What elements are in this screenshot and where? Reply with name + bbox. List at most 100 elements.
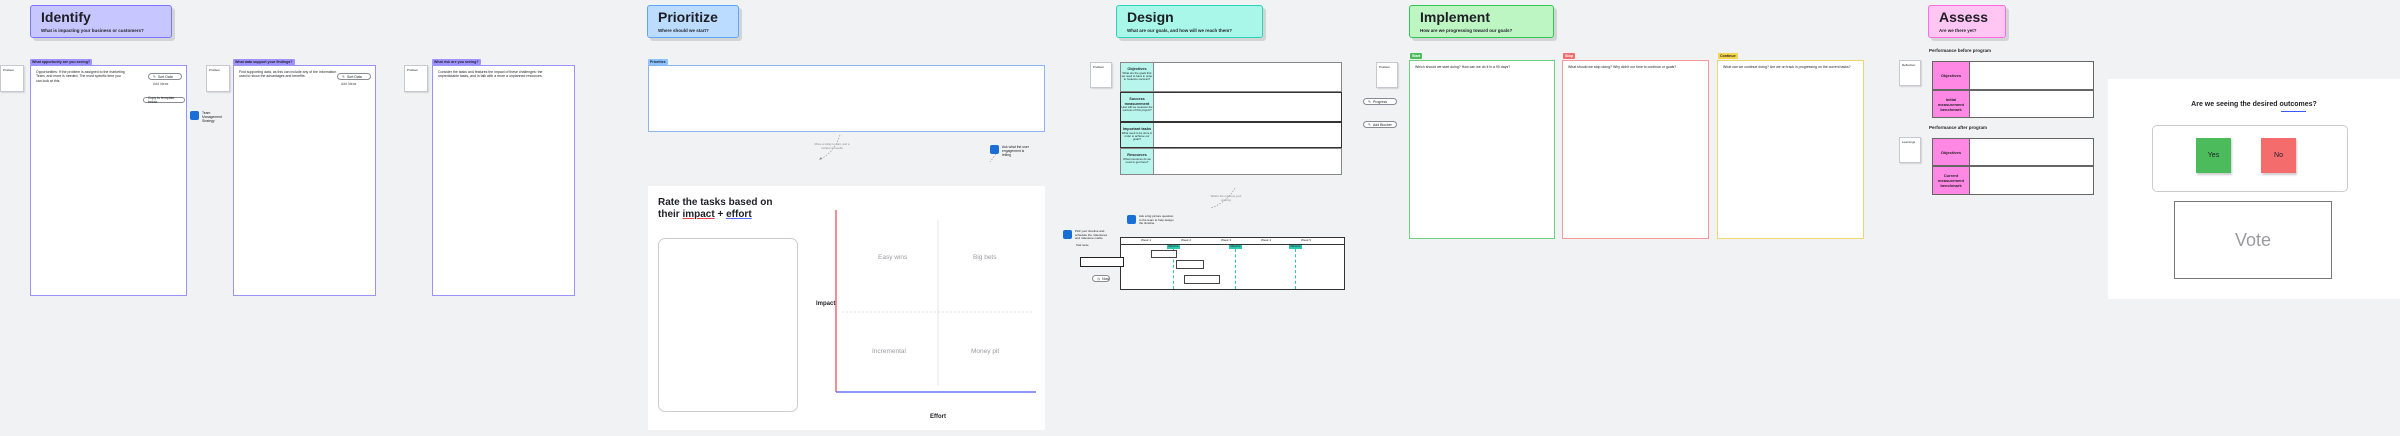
design-title: Design	[1127, 9, 1174, 25]
prioritize-avatar-icon	[990, 145, 999, 154]
sort-data-button-2[interactable]: ✎Sort Data	[337, 73, 371, 80]
milestone-1: Milestone	[1167, 245, 1180, 249]
impact-word: impact	[682, 209, 715, 220]
y-axis-label: Impact	[816, 301, 836, 307]
milestone-2: Milestone	[1229, 245, 1242, 249]
identify-tag-opportunity: What opportunity are you seeing?	[30, 59, 93, 65]
implement-tag-start: Start	[1410, 53, 1423, 59]
identify-panel-risk[interactable]: Consider the tasks and features the impa…	[432, 65, 575, 296]
sort-data-button[interactable]: ✎Sort Data	[148, 73, 182, 80]
identify-tag-data: What data support your findings?	[233, 59, 295, 65]
prioritize-header[interactable]: Prioritize Where should we start?	[647, 5, 739, 38]
implement-title: Implement	[1420, 9, 1491, 25]
assess-title: Assess	[1939, 9, 1989, 25]
gantt-week-1: Week 1	[1140, 238, 1152, 242]
design-left-avatar-icon	[1063, 230, 1072, 239]
identify-sticky-2[interactable]: Problem	[206, 65, 230, 92]
prioritize-subtitle: Where should we start?	[658, 28, 709, 33]
gantt-bar-2[interactable]	[1176, 260, 1204, 269]
now-button[interactable]: ◷Now	[1092, 275, 1110, 282]
gantt-week-5: Week 5	[1300, 238, 1312, 242]
gantt-bar-3[interactable]	[1184, 275, 1220, 284]
vote-label-box[interactable]: Vote	[2174, 201, 2332, 279]
implement-panel-start[interactable]: Which should we start doing? How can we …	[1409, 60, 1555, 239]
design-header[interactable]: Design What are our goals, and how will …	[1116, 5, 1263, 38]
gantt-week-4: Week 4	[1260, 238, 1272, 242]
add-ideas-link-2[interactable]: Add Ideas	[341, 82, 357, 86]
assess-sticky-learnings[interactable]: Learnings	[1899, 137, 1921, 163]
identify-title: Identify	[41, 9, 91, 25]
implement-subtitle: How are we progressing toward our goals?	[1420, 28, 1513, 33]
implement-panel-stop[interactable]: What should we stop doing? Why didn't ou…	[1562, 60, 1709, 239]
prioritize-arrow-2	[989, 153, 997, 163]
implement-tag-continue: Continue	[1718, 53, 1738, 59]
vote-options-box	[2152, 125, 2348, 192]
design-avatar-note: Ask a big picture question to the team t…	[1139, 214, 1174, 225]
design-subtitle: What are our goals, and how will we reac…	[1127, 28, 1233, 33]
gantt-bar-1[interactable]	[1151, 250, 1177, 258]
progress-button[interactable]: ✎Progress	[1363, 98, 1397, 105]
design-dashed-arrow	[1210, 187, 1236, 209]
implement-tag-stop: Stop	[1563, 53, 1575, 59]
prioritize-dashed-arrow	[819, 134, 841, 160]
impact-effort-matrix	[835, 210, 1036, 393]
design-sticky[interactable]: Problem	[1090, 62, 1112, 88]
implement-sticky[interactable]: Problem	[1376, 62, 1398, 88]
assess-row-objectives-2[interactable]: Objectives	[1932, 138, 2094, 166]
prioritize-avatar-note: Ask what the user engagement is telling	[1002, 145, 1029, 157]
assess-row-current-benchmark[interactable]: Current measurement benchmark	[1932, 166, 2094, 195]
design-dashed-note: What's the outcome your working	[1210, 194, 1242, 202]
identify-panel-opportunity[interactable]: Opportunities: If the problem is assigne…	[30, 65, 187, 296]
effort-word: effort	[726, 209, 752, 220]
identify-header[interactable]: Identify What is impacting your business…	[30, 5, 172, 38]
assess-row-objectives-1[interactable]: Objectives	[1932, 61, 2094, 90]
user-avatar-icon	[190, 111, 199, 120]
task-drop-zone[interactable]	[658, 238, 798, 412]
impact-effort-card[interactable]: Rate the tasks based on their impact + e…	[648, 186, 1045, 430]
quadrant-money-pit: Money pit	[971, 348, 1000, 355]
chart-title: Rate the tasks based on their impact + e…	[658, 197, 773, 220]
copy-template-button[interactable]: Copy to template below	[143, 96, 185, 104]
clock-icon: ◷	[1097, 276, 1101, 281]
implement-panel-continue[interactable]: What can we continue doing? Are we on tr…	[1717, 60, 1864, 239]
assess-row-initial-benchmark[interactable]: Initial measurement benchmark	[1932, 90, 2094, 118]
vote-yes-button[interactable]: Yes	[2196, 138, 2231, 173]
assess-sticky-reflection[interactable]: Reflection	[1899, 60, 1921, 86]
prioritize-panel[interactable]	[648, 65, 1045, 132]
assess-section-after: Performance after program	[1929, 125, 1988, 130]
assess-header[interactable]: Assess Are we there yet?	[1928, 5, 2006, 38]
identify-sticky-3[interactable]: Problem	[404, 65, 428, 92]
implement-header[interactable]: Implement How are we progressing toward …	[1409, 5, 1554, 38]
prioritize-dashed-note: Move a sticky to start, and a number of …	[814, 142, 850, 150]
identify-avatar-note: Team Management Strategy	[202, 111, 222, 123]
x-axis-label: Effort	[930, 414, 946, 420]
identify-sticky-1[interactable]: Problem	[0, 65, 24, 92]
gantt-timeline[interactable]: Week 1 Week 2 Week 3 Week 4 Week 5 Miles…	[1120, 237, 1345, 290]
milestone-3: Milestone	[1289, 245, 1302, 249]
quadrant-big-bets: Big bets	[973, 254, 997, 261]
prioritize-tag: Priorities	[648, 59, 668, 65]
quadrant-easy-wins: Easy wins	[878, 254, 908, 261]
design-avatar-icon	[1127, 215, 1136, 224]
vote-label: Vote	[2234, 229, 2272, 250]
gantt-active-row[interactable]	[1080, 257, 1124, 267]
gantt-row-label[interactable]: Task name	[1076, 244, 1089, 247]
add-ideas-link[interactable]: Add Ideas	[153, 82, 169, 86]
identify-panel-data[interactable]: Find supporting data, as this can includ…	[233, 65, 376, 296]
identify-subtitle: What is impacting your business or custo…	[41, 28, 144, 33]
pencil-icon: ✎	[1368, 122, 1371, 127]
vote-question-underline	[2281, 111, 2306, 112]
pencil-icon: ✎	[153, 74, 156, 79]
add-blocker-button[interactable]: ✎Add Blocker	[1363, 121, 1397, 128]
vote-no-button[interactable]: No	[2261, 138, 2296, 173]
vote-question: Are we seeing the desired outcomes?	[2191, 101, 2317, 108]
identify-tag-risk: What risk are you seeing?	[432, 59, 481, 65]
pencil-icon: ✎	[1368, 99, 1371, 104]
quadrant-incremental: Incremental	[872, 348, 906, 355]
vote-card[interactable]: Are we seeing the desired outcomes? Yes …	[2108, 79, 2400, 299]
